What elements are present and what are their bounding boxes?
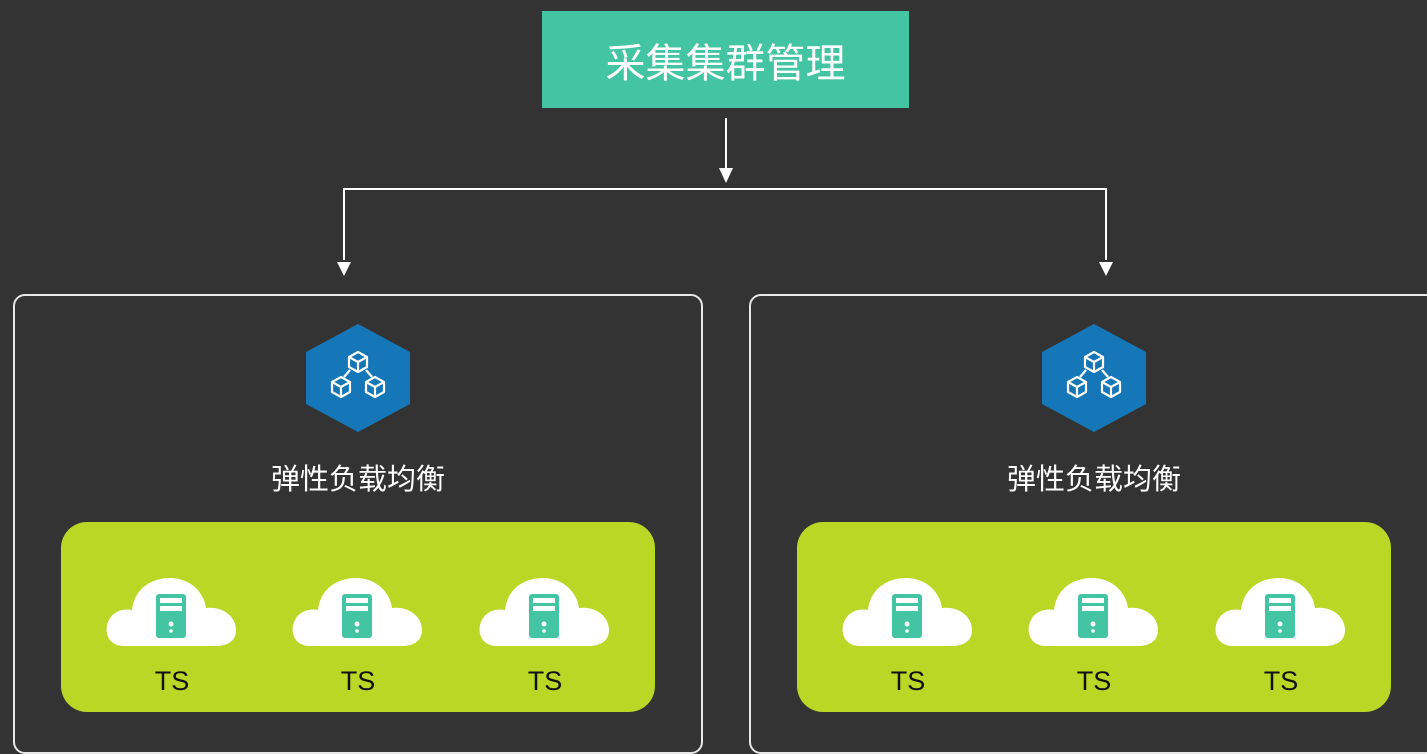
ts-node: TS bbox=[1026, 566, 1162, 696]
cloud-server-icon bbox=[292, 578, 422, 646]
ts-label: TS bbox=[527, 666, 563, 696]
cubes-network-icon bbox=[306, 324, 410, 432]
ts-node: TS bbox=[104, 566, 240, 696]
ts-group: TS TS TS bbox=[61, 522, 655, 712]
ts-node: TS bbox=[290, 566, 426, 696]
cloud-server-icon bbox=[106, 578, 236, 646]
ts-node: TS bbox=[477, 566, 613, 696]
ts-label: TS bbox=[1263, 666, 1299, 696]
cluster-right: 弹性负载均衡 TS TS bbox=[749, 294, 1427, 754]
cloud-server-icon bbox=[1215, 578, 1345, 646]
arrowhead-right bbox=[1099, 262, 1113, 276]
load-balancer-label: 弹性负载均衡 bbox=[1006, 462, 1181, 496]
ts-label: TS bbox=[340, 666, 376, 696]
ts-node: TS bbox=[840, 566, 976, 696]
cloud-server-icon bbox=[842, 578, 972, 646]
connector-lines bbox=[337, 118, 1113, 276]
arrowhead-root bbox=[719, 168, 733, 183]
ts-node: TS bbox=[1213, 566, 1349, 696]
root-node-label: 采集集群管理 bbox=[605, 40, 846, 87]
ts-label: TS bbox=[154, 666, 190, 696]
ts-group: TS TS TS bbox=[797, 522, 1391, 712]
cubes-network-icon bbox=[1042, 324, 1146, 432]
ts-label: TS bbox=[1076, 666, 1112, 696]
root-node-box: 采集集群管理 bbox=[542, 11, 909, 108]
connector-horizontal-branch bbox=[343, 188, 1107, 260]
ts-label: TS bbox=[890, 666, 926, 696]
arrowhead-left bbox=[337, 262, 351, 276]
cloud-server-icon bbox=[1028, 578, 1158, 646]
cloud-server-icon bbox=[479, 578, 609, 646]
load-balancer-label: 弹性负载均衡 bbox=[270, 462, 445, 496]
cluster-left: 弹性负载均衡 TS TS bbox=[13, 294, 703, 754]
